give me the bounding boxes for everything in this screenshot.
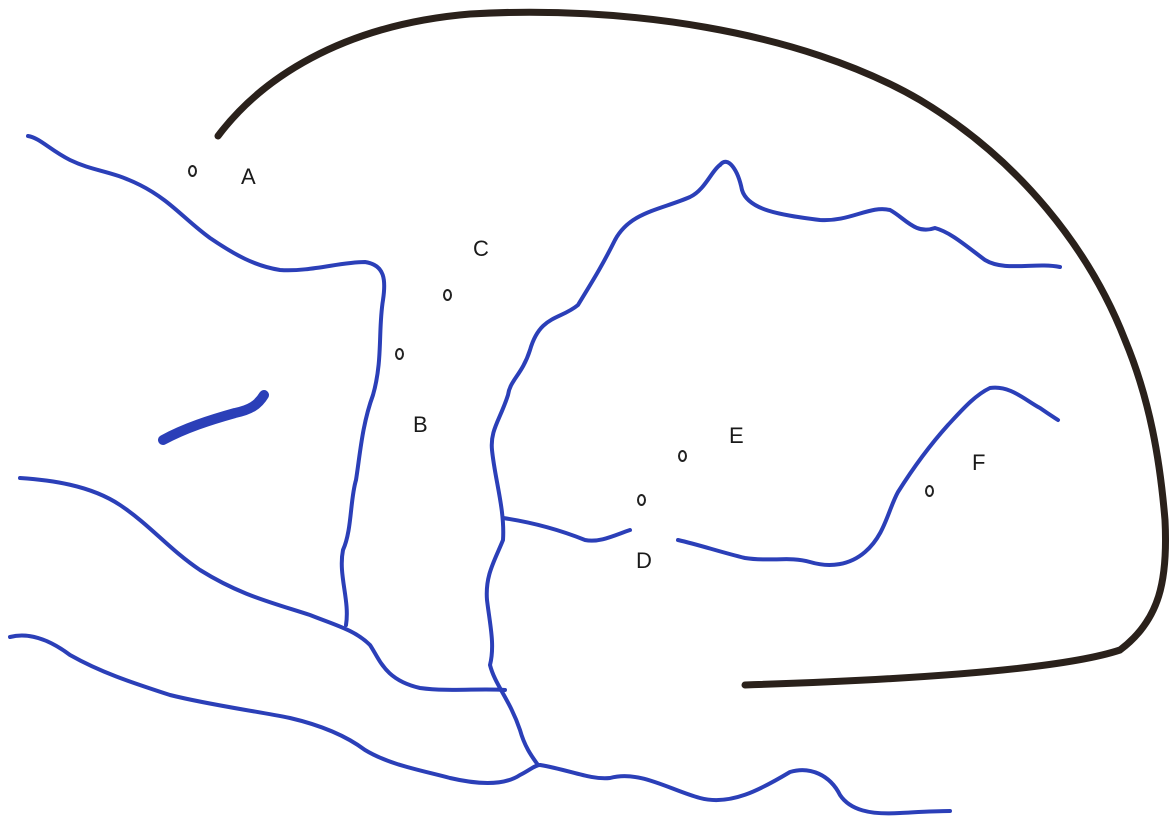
- watershed-boundary: [218, 12, 1166, 685]
- point-marker-b: [395, 348, 404, 360]
- label-c: C: [473, 238, 489, 260]
- river-fragment: [163, 395, 264, 440]
- river-east-branch: [678, 388, 1058, 565]
- river-top-left: [28, 136, 384, 625]
- point-marker-f: [925, 485, 934, 497]
- label-f: F: [972, 452, 985, 474]
- point-marker-a: [188, 165, 197, 177]
- river-upper-right: [720, 162, 1060, 267]
- point-marker-d: [637, 494, 646, 506]
- river-middle-east: [503, 518, 630, 541]
- label-b: B: [413, 414, 428, 436]
- river-bottom: [10, 636, 540, 783]
- label-e: E: [729, 425, 744, 447]
- river-central: [487, 165, 720, 765]
- river-outflow: [540, 765, 950, 813]
- label-d: D: [636, 550, 652, 572]
- label-a: A: [241, 166, 256, 188]
- point-marker-e: [678, 450, 687, 462]
- river-left-lower: [20, 478, 505, 690]
- point-marker-c: [443, 289, 452, 301]
